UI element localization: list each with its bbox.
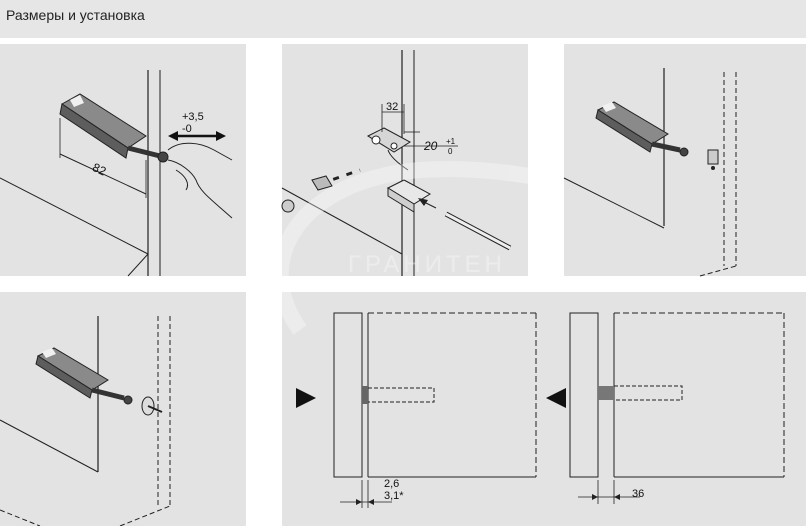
header-bar: Размеры и установка — [0, 0, 806, 38]
panel-stroke-length: +3,5 -0 82 — [0, 44, 246, 277]
bracket-depth-label: 20 — [423, 139, 438, 153]
gap-right-label: 36 — [632, 488, 644, 500]
watermark-text: ГРАНИТЕН — [348, 251, 506, 278]
gap-bottom-label: 3,1* — [384, 490, 404, 502]
panel-sections: 2,6 3,1* 36 — [282, 292, 806, 526]
bracket-width-label: 32 — [386, 101, 398, 113]
panel-bracket-assembly: 32 20 +1 0 — [281, 44, 528, 276]
stroke-minus-label: -0 — [182, 123, 192, 135]
length-label: 82 — [90, 160, 108, 178]
watermark: ГРАНИТЕН — [272, 161, 554, 335]
page-title: Размеры и установка — [6, 7, 145, 23]
stroke-plus-label: +3,5 — [182, 111, 204, 123]
push-arrow-icon — [296, 388, 316, 408]
panel-bracket-mounted — [563, 44, 806, 277]
bracket-depth-tol-top: +1 — [446, 137, 456, 146]
bracket-depth-tol-bottom: 0 — [448, 147, 453, 156]
panel-plate-mounted — [0, 292, 246, 526]
pull-arrow-icon — [546, 388, 566, 408]
gap-top-label: 2,6 — [384, 478, 399, 490]
